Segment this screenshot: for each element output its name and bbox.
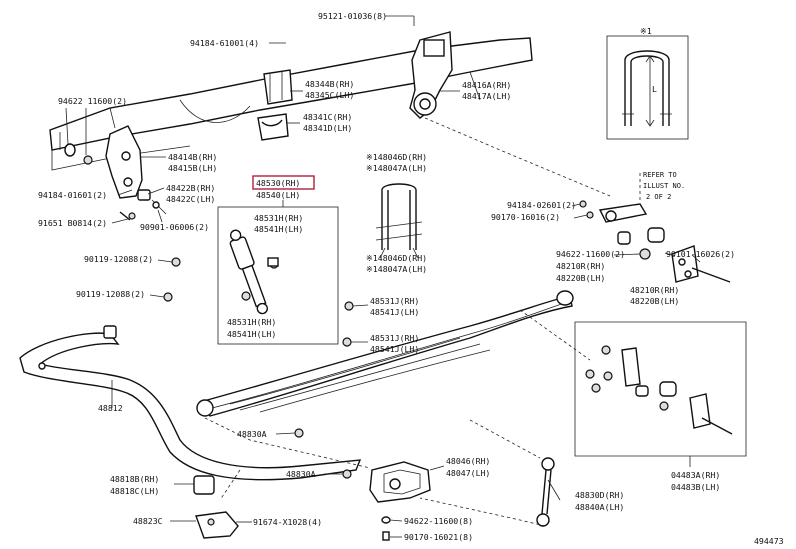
- label-48220b-b: 48220B(LH): [630, 296, 679, 306]
- label-48818b: 48818B(RH): [110, 474, 159, 484]
- label-90170b: 90170-16021(8): [404, 532, 473, 542]
- label-90101: 90101-16026(2): [666, 249, 735, 259]
- side-bolts: [163, 257, 181, 302]
- figure-number: 494473: [754, 536, 784, 546]
- label-48818c: 48818C(LH): [110, 486, 159, 496]
- label-90119a: 90119-12088(2): [84, 254, 153, 264]
- label-48830d: 48830D(RH): [575, 490, 624, 500]
- label-48840a: 48840A(LH): [575, 502, 624, 512]
- label-48422c: 48422C(LH): [166, 194, 215, 204]
- label-04483b: 04483B(LH): [671, 482, 720, 492]
- spring-bushes: [342, 301, 354, 347]
- label-48210r-a: 48210R(RH): [556, 261, 605, 271]
- label-91674: 91674-X1028(4): [253, 517, 322, 527]
- label-48531h-b: 48531H(RH): [227, 317, 276, 327]
- stabilizer-bracket: [369, 461, 431, 541]
- label-48416: 48416A(RH): [462, 80, 511, 90]
- label-48341c: 48341C(RH): [303, 112, 352, 122]
- stabilizer-clamp: [195, 511, 239, 539]
- label-48220b-a: 48220B(LH): [556, 273, 605, 283]
- label-ubolt-l: L: [652, 84, 657, 94]
- label-48415: 48415B(LH): [168, 163, 217, 173]
- label-48422b: 48422B(RH): [166, 183, 215, 193]
- label-48541j-a: 48541J(LH): [370, 307, 419, 317]
- label-ubolt-x1: ※1: [640, 26, 652, 36]
- part-labels: 95121-01036(8) 94184-61001(4) 94622 1160…: [38, 11, 784, 546]
- label-48414: 48414B(RH): [168, 152, 217, 162]
- shock-absorber-group: [217, 200, 339, 345]
- stabilizer-link: [536, 457, 555, 527]
- label-48823c: 48823C: [133, 516, 163, 526]
- label-48210r-b: 48210R(RH): [630, 285, 679, 295]
- label-91651: 91651 B0814(2): [38, 218, 107, 228]
- label-94622a: 94622 11600(2): [58, 96, 127, 106]
- label-48531j-a: 48531J(RH): [370, 296, 419, 306]
- label-48540: 48540(LH): [256, 190, 300, 200]
- shackle-assembly: [579, 200, 731, 283]
- label-04483a: 04483A(RH): [671, 470, 720, 480]
- label-48344: 48344B(RH): [305, 79, 354, 89]
- label-95121: 95121-01036(8): [318, 11, 387, 21]
- label-48341d: 48341D(LH): [303, 123, 352, 133]
- label-94622b: 94622-11600(2): [556, 249, 625, 259]
- label-48047: 48047(LH): [446, 468, 490, 478]
- label-48046d-a: ※148046D(RH): [366, 152, 427, 162]
- label-94184c: 94184-02601(2): [507, 200, 576, 210]
- rear-hanger-bracket: [409, 31, 453, 119]
- label-48830a-1: 48830A: [237, 429, 267, 439]
- label-48531j-b: 48531J(RH): [370, 333, 419, 343]
- label-94184b: 94184-01601(2): [38, 190, 107, 200]
- label-90901: 90901-06006(2): [140, 222, 209, 232]
- label-94184a: 94184-61001(4): [190, 38, 259, 48]
- label-48047a-b: ※148047A(LH): [366, 264, 427, 274]
- label-94622c: 94622-11600(8): [404, 516, 473, 526]
- label-90119b: 90119-12088(2): [76, 289, 145, 299]
- label-48541h-b: 48541H(LH): [227, 329, 276, 339]
- label-48531h-a: 48531H(RH): [254, 213, 303, 223]
- leader-lines: [65, 15, 701, 538]
- label-48812: 48812: [98, 403, 123, 413]
- label-48830a-2: 48830A: [286, 469, 316, 479]
- u-bolt-center: [375, 183, 423, 259]
- label-48345: 48345C(LH): [305, 90, 354, 100]
- label-48046d-b: ※148046D(RH): [366, 253, 427, 263]
- label-48047a-a: ※148047A(LH): [366, 163, 427, 173]
- label-illust-no: ILLUST NO.: [643, 182, 685, 190]
- shackle-bolts: [119, 189, 167, 221]
- shackle-kit-inset: [574, 321, 747, 467]
- leaf-spring: [196, 290, 574, 417]
- label-48541h-a: 48541H(LH): [254, 224, 303, 234]
- bump-stopper-bracket: [257, 69, 293, 141]
- label-48417: 48417A(LH): [462, 91, 511, 101]
- label-48530: 48530(RH): [256, 178, 300, 188]
- dashed-leader-lines: [204, 117, 641, 527]
- front-hanger-bracket: [64, 125, 143, 199]
- label-48046: 48046(RH): [446, 456, 490, 466]
- label-refer-to: REFER TO: [643, 171, 677, 179]
- highlight-48530: [252, 175, 315, 190]
- label-2-of-2: 2 OF 2: [646, 193, 671, 201]
- u-bolt-inset: [606, 35, 689, 140]
- label-90170a: 90170-16016(2): [491, 212, 560, 222]
- label-48541j-b: 48541J(LH): [370, 344, 419, 354]
